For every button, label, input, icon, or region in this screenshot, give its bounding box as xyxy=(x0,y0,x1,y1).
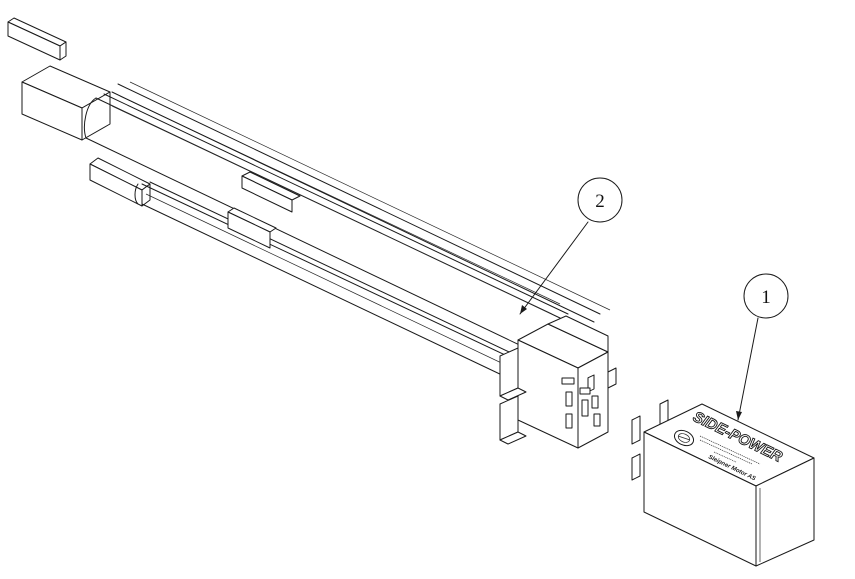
relay-module: SIDE-POWER Sleipner Motor AS xyxy=(631,399,815,567)
callout-balloon-2: 2 xyxy=(577,177,623,223)
leader-line-2 xyxy=(519,221,589,315)
socket-slot-2 xyxy=(565,391,573,407)
wire-harness xyxy=(7,17,617,449)
socket-slot-4 xyxy=(581,399,589,417)
harness-end-connector-lower xyxy=(89,157,151,207)
callout-number-1: 1 xyxy=(761,287,771,308)
brand-logo-icon xyxy=(673,429,695,447)
harness-wire-lower xyxy=(134,181,527,377)
relay-fine-print xyxy=(699,435,761,465)
harness-end-connector-top xyxy=(7,17,67,61)
socket-slot-1 xyxy=(561,377,575,385)
leader-line-1 xyxy=(736,317,759,421)
harness-boot-block xyxy=(21,65,111,141)
harness-main-cable xyxy=(83,93,569,351)
relay-side-face xyxy=(755,457,815,567)
socket-slot-3 xyxy=(579,387,591,395)
socket-slot-6 xyxy=(565,413,573,429)
socket-slot-5 xyxy=(591,395,599,409)
callout-balloon-1: 1 xyxy=(743,273,789,319)
socket-slot-7 xyxy=(593,413,601,427)
harness-wire-upper xyxy=(111,81,611,323)
callout-number-2: 2 xyxy=(595,191,605,212)
relay-socket xyxy=(499,315,617,449)
